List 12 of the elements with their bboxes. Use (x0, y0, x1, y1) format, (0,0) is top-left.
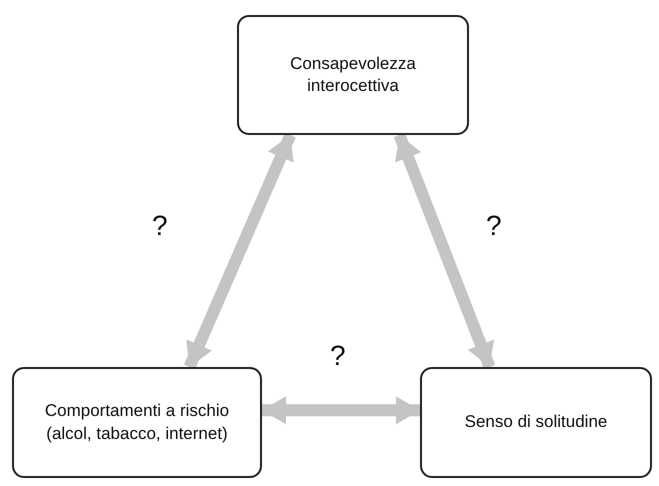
double-arrow (262, 396, 420, 424)
process-box (12, 367, 262, 478)
node-text: Senso di solitudine (464, 411, 608, 434)
node-text: Comportamenti a rischio (alcol, tabacco, internet) (44, 400, 230, 444)
node-text: Consapevolezza interocettiva (289, 52, 417, 97)
double-arrow (394, 132, 496, 370)
edge-label: ? (330, 340, 346, 372)
edge-label: ? (486, 210, 502, 242)
edge-label: ? (152, 210, 168, 242)
process-box (237, 15, 469, 135)
process-box (420, 367, 652, 478)
double-arrow (184, 132, 296, 370)
